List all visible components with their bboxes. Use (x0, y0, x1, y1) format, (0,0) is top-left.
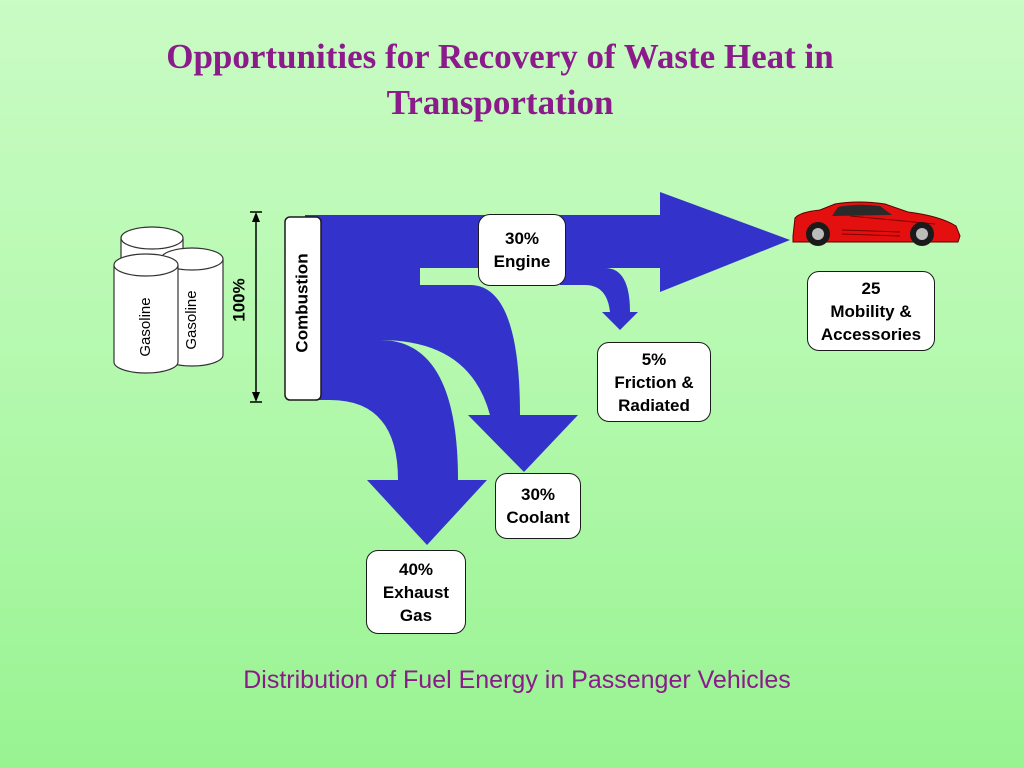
title-line-1: Opportunities for Recovery of Waste Heat… (166, 37, 834, 76)
page-title: Opportunities for Recovery of Waste Heat… (0, 34, 1000, 126)
mobility-value: 25 (861, 278, 881, 298)
car-icon (792, 201, 961, 246)
friction-percent: 5% (641, 349, 667, 369)
coolant-box: 30% Coolant (495, 473, 581, 539)
friction-label-1: Friction & (614, 372, 694, 392)
exhaust-label-2: Gas (399, 605, 433, 625)
input-percent-label: 100% (229, 278, 248, 321)
mobility-box: 25 Mobility & Accessories (807, 271, 935, 351)
combustion-label: Combustion (292, 253, 311, 352)
engine-box: 30% Engine (478, 214, 566, 286)
gasoline-label-front: Gasoline (137, 297, 154, 356)
engine-percent: 30% (504, 229, 540, 248)
mobility-label-2: Accessories (820, 324, 922, 344)
gasoline-label-right: Gasoline (183, 290, 200, 349)
mobility-label-1: Mobility & (830, 301, 912, 321)
input-dimension-arrow (250, 211, 262, 403)
diagram-caption: Distribution of Fuel Energy in Passenger… (243, 666, 791, 694)
coolant-flow-arrow (330, 215, 578, 472)
coolant-label: Coolant (506, 508, 570, 527)
friction-flow-arrow (560, 268, 638, 330)
engine-label: Engine (493, 252, 551, 271)
friction-box: 5% Friction & Radiated (597, 342, 711, 422)
exhaust-label-1: Exhaust (382, 582, 450, 602)
title-line-2: Transportation (386, 83, 614, 122)
friction-label-2: Radiated (618, 395, 690, 415)
exhaust-flow-arrow (275, 215, 487, 545)
combustion-box (284, 216, 322, 401)
coolant-percent: 30% (520, 485, 556, 504)
exhaust-percent: 40% (398, 559, 434, 579)
gasoline-can-icon: Gasoline Gasoline (113, 226, 224, 374)
exhaust-box: 40% Exhaust Gas (366, 550, 466, 634)
